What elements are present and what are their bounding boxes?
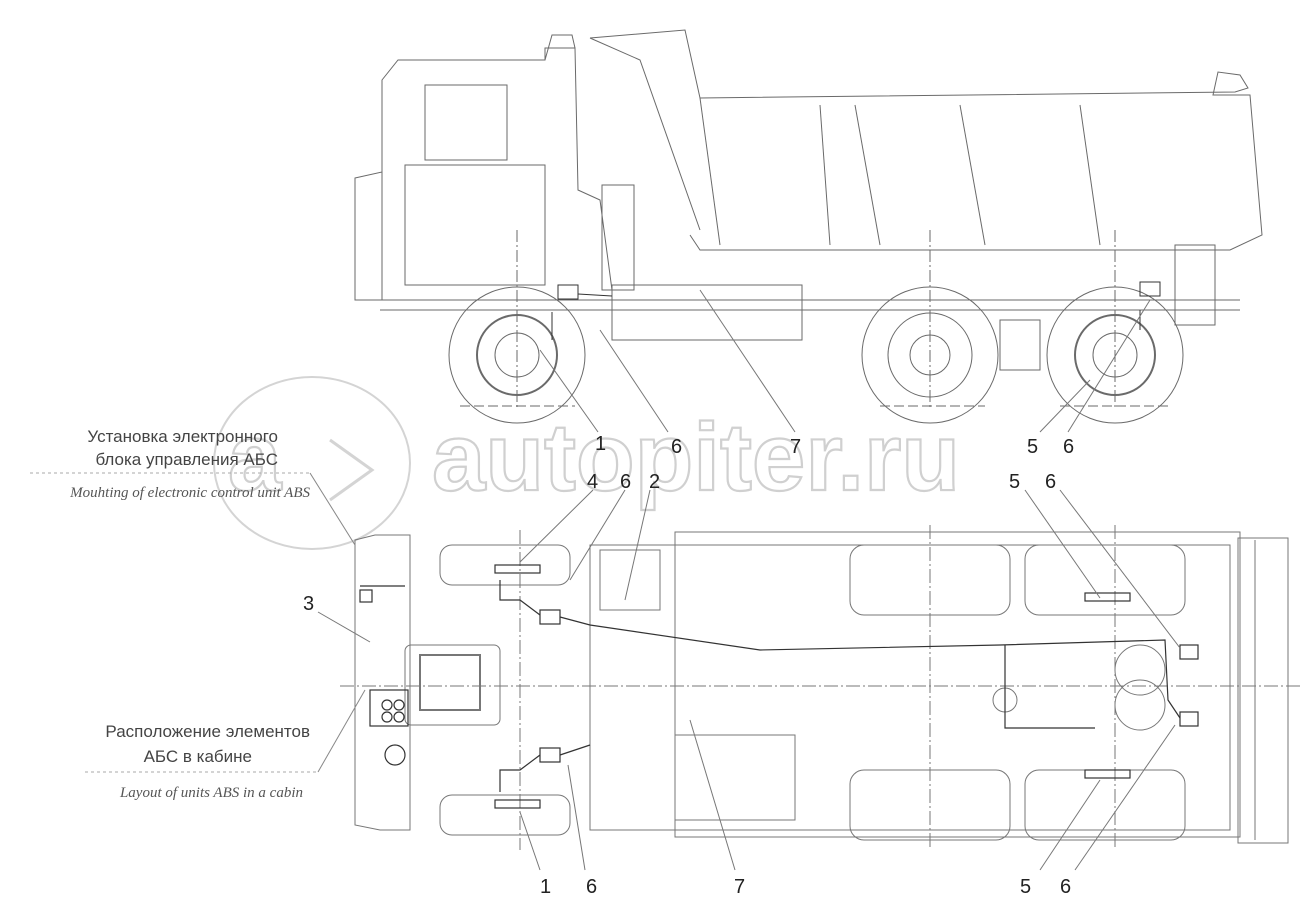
cab-outline: [381, 47, 613, 298]
sensor-ring-rear-left: [1084, 592, 1131, 602]
watermark-logo-a: a: [228, 404, 282, 511]
cab-front: [354, 171, 383, 301]
cabin-label-en: Layout of units ABS in a cabin: [119, 785, 303, 801]
tailgate: [1237, 537, 1289, 844]
callout-top-6a: 6: [620, 471, 631, 493]
callout-bottom-6a: 6: [586, 876, 597, 898]
top-leaders: [317, 489, 1181, 871]
abs-wiring: [359, 564, 1199, 809]
engine-block: [404, 644, 501, 726]
ecu-label-en: Mouhting of electronic control unit ABS: [69, 485, 310, 501]
annotation-ecu: Установка электронного блока управления …: [30, 427, 356, 546]
watermark-text: autopiter.ru: [432, 404, 960, 511]
callout-side-7: 7: [790, 436, 801, 458]
modulator-front-left: [539, 609, 561, 625]
rear-modulator-valve: [1139, 281, 1161, 297]
side-leaders: [539, 289, 1151, 433]
abs-control-unit: [369, 689, 409, 727]
callout-side-5: 5: [1027, 436, 1038, 458]
air-filter: [601, 184, 635, 291]
callout-top-4: 4: [587, 471, 598, 493]
front-left-wheel-top: [439, 544, 571, 586]
sensor-ring-rear-right: [1084, 769, 1131, 779]
modulator-rear-left: [1179, 644, 1199, 660]
cab-door: [404, 164, 546, 286]
ecu-label-ru-2: блока управления АБС: [95, 450, 278, 469]
callout-bottom-1: 1: [540, 876, 551, 898]
callout-bottom-6b: 6: [1060, 876, 1071, 898]
callout-side-1: 1: [595, 433, 606, 455]
callout-top-6b: 6: [1045, 471, 1056, 493]
sensor-ring-front-right: [494, 799, 541, 809]
truck-side-view: [354, 29, 1263, 424]
cab-window: [424, 84, 508, 161]
dump-front-board: [589, 37, 701, 231]
sensor-ring-front-left: [494, 564, 541, 574]
callout-side-6a: 6: [671, 436, 682, 458]
watermark-logo: a: [213, 376, 411, 550]
cab-front-top: [354, 534, 411, 831]
fuel-tank: [611, 284, 803, 341]
dump-body-top: [674, 531, 1241, 838]
callout-left-3: 3: [303, 593, 314, 615]
cabin-label-ru-2: АБС в кабине: [144, 747, 252, 766]
ecu-label-ru-1: Установка электронного: [87, 427, 278, 446]
callout-top-2: 2: [649, 471, 660, 493]
modulator-front-right: [539, 747, 561, 763]
cabin-label-ru-1: Расположение элементов: [105, 722, 310, 741]
callout-top-5: 5: [1009, 471, 1020, 493]
front-right-wheel-top: [439, 794, 571, 836]
chassis-top-view: [340, 525, 1300, 850]
annotation-cabin: Расположение элементов АБС в кабине Layo…: [85, 689, 366, 801]
callout-side-6b: 6: [1063, 436, 1074, 458]
watermark-arrow-icon: [329, 438, 375, 502]
air-intake: [544, 34, 576, 61]
front-modulator-valve: [557, 284, 579, 300]
callout-bottom-5: 5: [1020, 876, 1031, 898]
dump-body: [589, 29, 1263, 251]
modulator-rear-right: [1179, 711, 1199, 727]
callout-bottom-7: 7: [734, 876, 745, 898]
